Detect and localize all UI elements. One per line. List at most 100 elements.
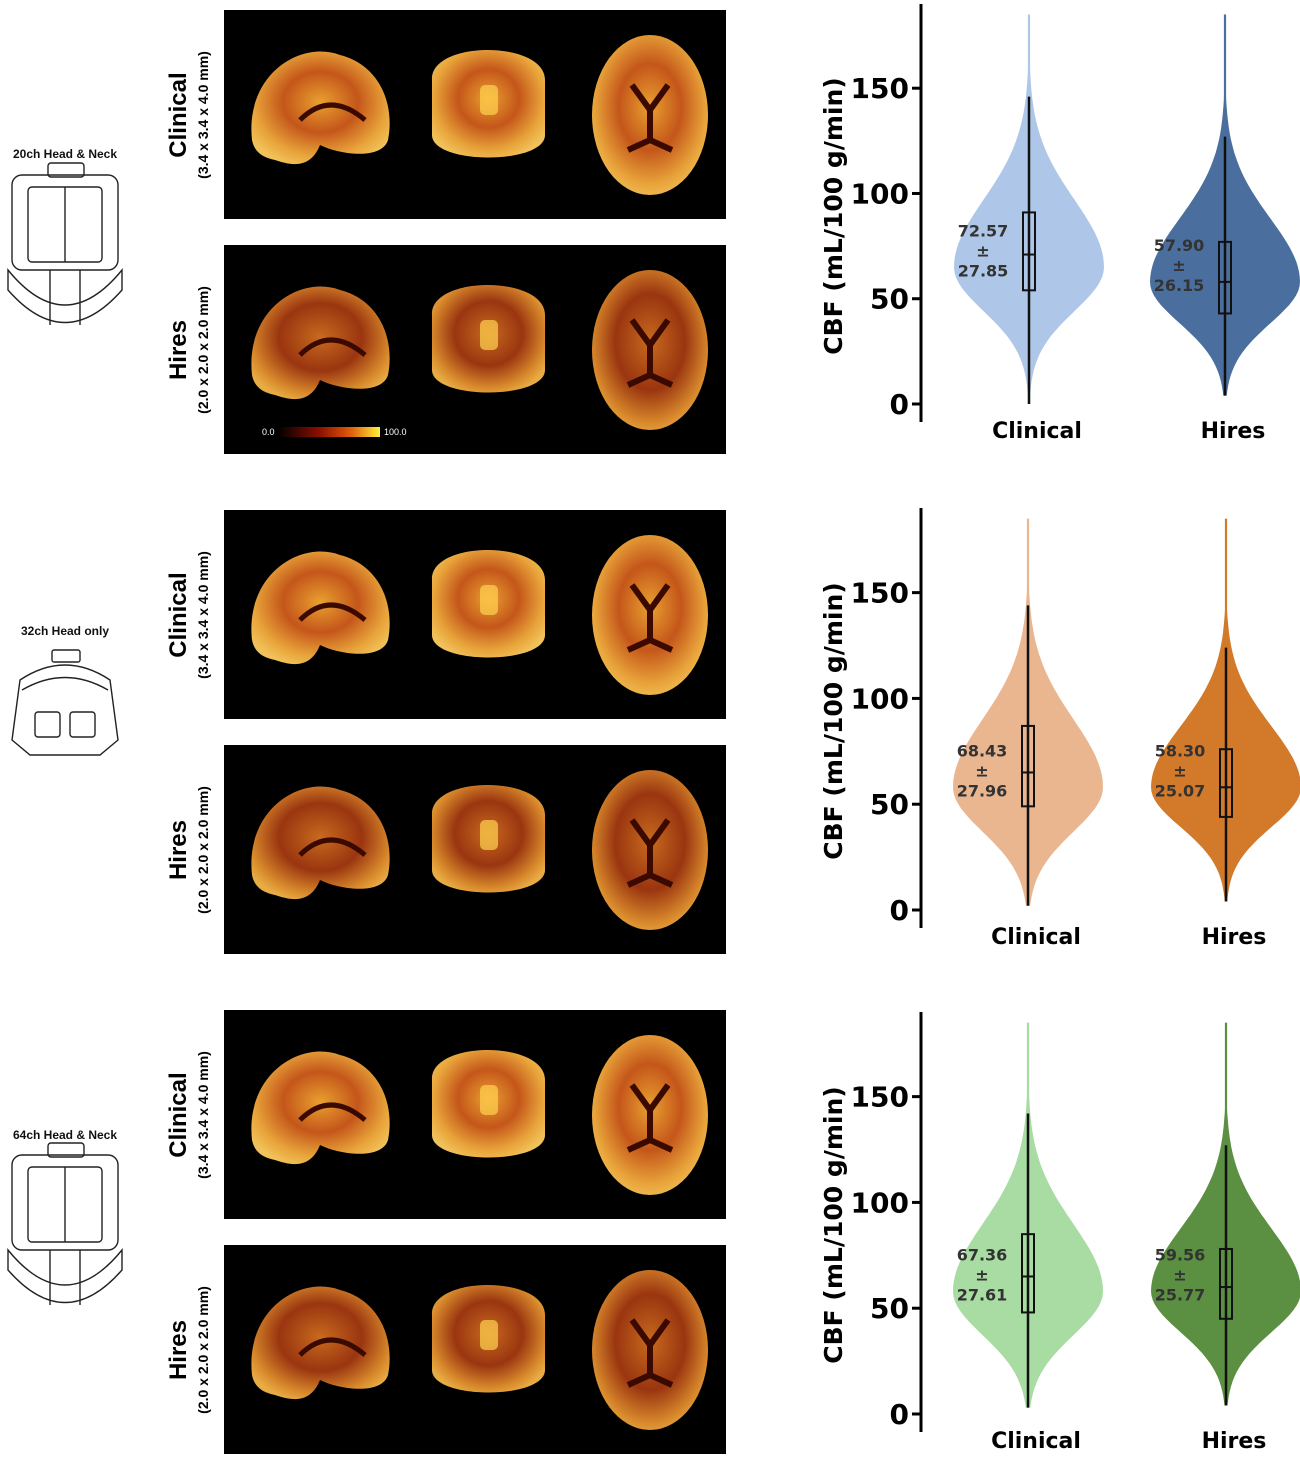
coil-sketch-icon: [11, 649, 119, 756]
y-tick-label: 150: [851, 1081, 909, 1114]
coil-outline: [11, 664, 119, 756]
coil-label: 20ch Head & Neck: [13, 147, 117, 161]
sagittal-ventricle: [298, 837, 367, 857]
x-category-label: Hires: [1202, 925, 1267, 950]
x-category-label: Clinical: [992, 419, 1082, 444]
panel-2: 64ch Head & Neck Clinical(3.4 x 3.4 x 4.0…: [7, 1010, 726, 1454]
violin-iqr-box: [1219, 1247, 1233, 1320]
stat-plusminus-label: ±: [1173, 1265, 1186, 1284]
coil-base: [7, 1248, 123, 1304]
y-tick-label: 100: [851, 177, 909, 210]
y-axis-label: CBF (mL/100 g/min): [819, 1086, 848, 1363]
stat-mean-label: 68.43: [957, 741, 1008, 760]
row-subtitle: (3.4 x 3.4 x 4.0 mm): [195, 551, 211, 679]
x-category-label: Clinical: [991, 925, 1081, 950]
stat-sd-label: 25.07: [1155, 781, 1206, 800]
x-category-label: Clinical: [991, 1429, 1081, 1454]
y-tick-label: 150: [851, 72, 909, 105]
coil-label: 64ch Head & Neck: [13, 1128, 117, 1142]
y-axis-label: CBF (mL/100 g/min): [819, 582, 848, 859]
stat-mean-label: 67.36: [957, 1245, 1008, 1264]
stat-mean-label: 57.90: [1154, 236, 1205, 255]
x-category-label: Hires: [1202, 1429, 1267, 1454]
sagittal-ventricle: [298, 102, 367, 122]
y-tick-label: 50: [870, 1292, 909, 1325]
coil-sketch-icon: [7, 162, 123, 325]
violin-iqr-box: [1021, 724, 1035, 808]
coronal-center: [480, 1085, 498, 1115]
panel-1: 32ch Head only Clinical(3.4 x 3.4 x 4.0 m…: [11, 510, 726, 954]
coil-window-left: [34, 711, 61, 738]
row-subtitle: (2.0 x 2.0 x 2.0 mm): [195, 286, 211, 414]
y-tick-label: 150: [851, 577, 909, 610]
violin-iqr-box: [1022, 211, 1036, 292]
row-subtitle: (2.0 x 2.0 x 2.0 mm): [195, 1286, 211, 1414]
axial-ventricles: [626, 1318, 674, 1388]
stat-sd-label: 27.61: [957, 1285, 1008, 1304]
coronal-center: [480, 820, 498, 850]
stat-plusminus-label: ±: [976, 241, 989, 260]
coronal-center: [480, 320, 498, 350]
sagittal-ventricle: [298, 1102, 367, 1122]
stat-plusminus-label: ±: [1173, 761, 1186, 780]
violin-iqr-box: [1021, 1233, 1035, 1314]
row-subtitle: (3.4 x 3.4 x 4.0 mm): [195, 51, 211, 179]
image-row-clinical: Clinical(3.4 x 3.4 x 4.0 mm): [165, 1010, 726, 1219]
stat-plusminus-label: ±: [1172, 256, 1185, 275]
coil-top-block: [51, 649, 81, 663]
coil-sketch-icon: [7, 1142, 123, 1305]
coil-window-right: [69, 711, 96, 738]
axial-ventricles: [626, 818, 674, 888]
x-category-label: Hires: [1201, 419, 1266, 444]
row-subtitle: (3.4 x 3.4 x 4.0 mm): [195, 1051, 211, 1179]
image-row-clinical: Clinical(3.4 x 3.4 x 4.0 mm): [165, 10, 726, 219]
violin-iqr-box: [1218, 240, 1232, 315]
colorbar: [278, 427, 380, 437]
sagittal-ventricle: [298, 337, 367, 357]
sagittal-ventricle: [298, 1337, 367, 1357]
stat-mean-label: 59.56: [1155, 1245, 1206, 1264]
coil-label: 32ch Head only: [21, 624, 109, 638]
coil-frame: [11, 174, 119, 271]
y-tick-label: 100: [851, 682, 909, 715]
coil-arch: [21, 676, 109, 691]
violin-iqr-box: [1219, 748, 1233, 818]
axial-ventricles: [626, 83, 674, 153]
axial-ventricles: [626, 1083, 674, 1153]
row-title: Hires: [165, 820, 192, 880]
image-row-hires: Hires(2.0 x 2.0 x 2.0 mm): [165, 1245, 726, 1454]
stat-sd-label: 27.85: [958, 261, 1009, 280]
y-tick-label: 50: [870, 283, 909, 316]
sagittal-ventricle: [298, 602, 367, 622]
stat-sd-label: 26.15: [1154, 276, 1205, 295]
stat-mean-label: 72.57: [958, 221, 1009, 240]
image-row-hires: Hires(2.0 x 2.0 x 2.0 mm): [165, 745, 726, 954]
row-subtitle: (2.0 x 2.0 x 2.0 mm): [195, 786, 211, 914]
stat-sd-label: 27.96: [957, 781, 1008, 800]
row-title: Hires: [165, 320, 192, 380]
row-title: Clinical: [165, 1072, 192, 1157]
coronal-center: [480, 1320, 498, 1350]
panel-0: 20ch Head & Neck Clinical(3.4 x 3.4 x 4.0…: [7, 10, 726, 454]
coil-top-block: [47, 162, 85, 178]
row-title: Clinical: [165, 72, 192, 157]
coil-top-block: [47, 1142, 85, 1158]
colorbar-max-label: 100.0: [384, 427, 407, 437]
row-title: Clinical: [165, 572, 192, 657]
stat-plusminus-label: ±: [975, 761, 988, 780]
row-title: Hires: [165, 1320, 192, 1380]
coil-frame: [11, 1154, 119, 1251]
y-axis-label: CBF (mL/100 g/min): [819, 77, 848, 354]
stat-plusminus-label: ±: [975, 1265, 988, 1284]
stat-sd-label: 25.77: [1155, 1285, 1206, 1304]
coronal-center: [480, 85, 498, 115]
